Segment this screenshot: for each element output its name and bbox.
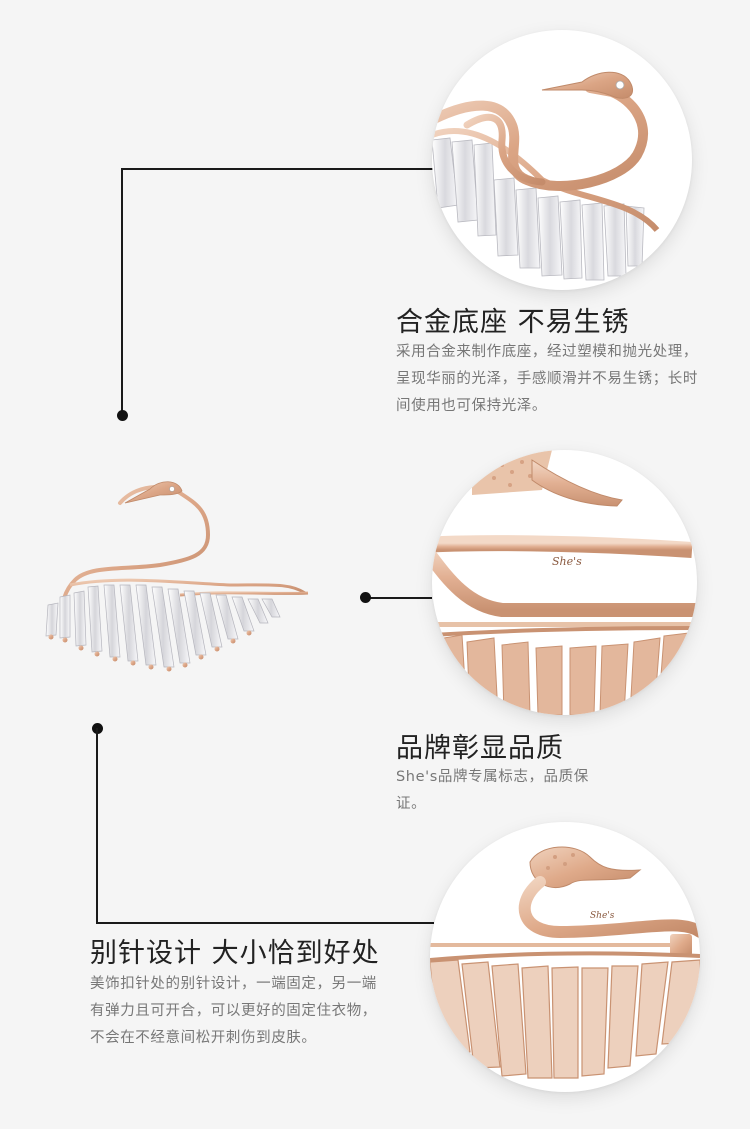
pin-engraving-text: She's bbox=[590, 911, 615, 921]
connector-line-bottom-horizontal bbox=[96, 922, 434, 924]
connector-line-middle bbox=[366, 597, 432, 599]
swan-brooch-product-image bbox=[30, 465, 330, 695]
connector-dot-top bbox=[117, 410, 128, 421]
brand-engraving-text: She's bbox=[552, 555, 582, 568]
feature-heading-pin-design: 别针设计 大小恰到好处 bbox=[90, 938, 380, 969]
connector-line-bottom-vertical bbox=[96, 728, 98, 923]
closeup-brand-logo-image: She's bbox=[432, 450, 697, 715]
feature-description-alloy-base: 采用合金来制作底座，经过塑模和抛光处理，呈现华丽的光泽，手感顺滑并不易生锈；长时… bbox=[396, 344, 698, 414]
feature-heading-brand: 品牌彰显品质 bbox=[396, 733, 564, 764]
crystal-cluster bbox=[432, 137, 645, 281]
feature-heading-alloy-base: 合金底座 不易生锈 bbox=[396, 307, 630, 338]
connector-line-top-vertical bbox=[121, 168, 123, 416]
connector-line-top-horizontal bbox=[121, 168, 433, 170]
feature-description-pin-design: 美饰扣针处的别针设计，一端固定，另一端有弹力且可开合，可以更好的固定住衣物，不会… bbox=[90, 976, 377, 1046]
feature-description-brand: She's品牌专属标志，品质保证。 bbox=[396, 769, 589, 812]
closeup-pin-back-image: She's bbox=[430, 822, 700, 1092]
connector-dot-middle bbox=[360, 592, 371, 603]
closeup-alloy-base-image bbox=[432, 30, 692, 290]
